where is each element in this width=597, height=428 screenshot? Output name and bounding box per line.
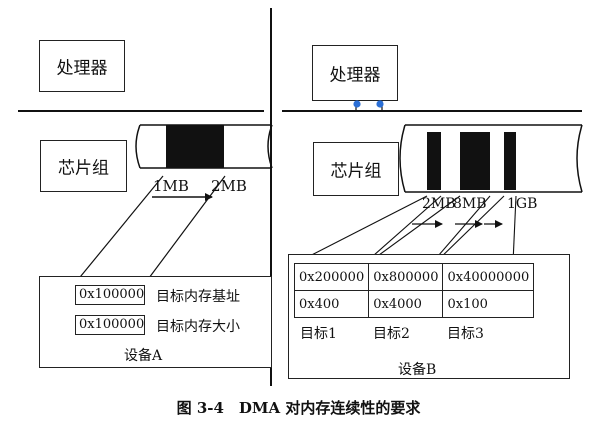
right-memory-block-3 <box>504 132 516 190</box>
table-row: 0x200000 0x800000 0x40000000 <box>293 263 535 291</box>
left-bus-line <box>18 110 264 112</box>
device-a-register-1: 0x100000 <box>75 285 145 305</box>
target2-size: 0x4000 <box>368 290 444 318</box>
right-connector-2b <box>431 195 491 264</box>
device-a-size-label: 目标内存大小 <box>156 319 240 335</box>
left-processor-label: 处理器 <box>56 58 108 79</box>
target2-label: 目标2 <box>373 326 410 342</box>
right-processor-box: 处理器 <box>312 45 398 101</box>
target1-label: 目标1 <box>300 326 337 342</box>
device-a-label: 设备A <box>124 348 163 364</box>
left-connector-2 <box>145 175 226 283</box>
left-memory-block <box>166 125 224 168</box>
left-addr-end: 2MB <box>211 177 247 195</box>
left-chipset-box: 芯片组 <box>40 140 127 192</box>
right-connector-1a <box>295 195 428 264</box>
right-processor-label: 处理器 <box>329 65 381 86</box>
right-connector-2a <box>367 195 461 264</box>
target3-label: 目标3 <box>447 326 484 342</box>
right-connector-3a <box>434 195 505 264</box>
right-connector-3b <box>512 195 517 264</box>
right-memory-bar <box>399 124 583 193</box>
device-a-base-value: 0x100000 <box>79 287 145 302</box>
device-b-label: 设备B <box>398 362 437 378</box>
handle-dot-left[interactable] <box>353 100 361 108</box>
right-chipset-label: 芯片组 <box>330 161 382 182</box>
right-memory-block-2 <box>460 132 490 190</box>
target3-base: 0x40000000 <box>442 263 535 291</box>
center-divider <box>270 8 272 386</box>
right-addr-8mb: 8MB <box>453 196 487 212</box>
device-a-size-value: 0x100000 <box>79 317 145 332</box>
device-a-base-label: 目标内存基址 <box>156 289 240 305</box>
handle-dot-right[interactable] <box>376 100 384 108</box>
left-addr-start: 1MB <box>153 177 189 195</box>
device-a-register-2: 0x100000 <box>75 315 145 335</box>
right-memory-block-1 <box>427 132 441 190</box>
right-connector-1b <box>364 195 442 264</box>
right-addr-2mb: 2MB <box>422 196 456 212</box>
left-memory-bar <box>135 124 273 169</box>
right-bus-line <box>282 110 582 112</box>
target3-size: 0x100 <box>442 290 535 318</box>
figure-caption: 图 3-4 DMA 对内存连续性的要求 <box>176 399 421 417</box>
table-row: 0x400 0x4000 0x100 <box>293 290 535 318</box>
device-a-box: 0x100000 目标内存基址 0x100000 目标内存大小 设备A <box>39 276 272 368</box>
target1-base: 0x200000 <box>293 263 370 291</box>
right-addr-1gb: 1GB <box>507 196 538 212</box>
target2-base: 0x800000 <box>368 263 444 291</box>
left-processor-box: 处理器 <box>39 40 125 92</box>
target1-size: 0x400 <box>293 290 370 318</box>
left-connector-1 <box>75 175 164 283</box>
device-b-table: 0x200000 0x800000 0x40000000 0x400 0x400… <box>293 263 535 318</box>
right-chipset-box: 芯片组 <box>313 142 399 196</box>
left-chipset-label: 芯片组 <box>58 158 109 179</box>
